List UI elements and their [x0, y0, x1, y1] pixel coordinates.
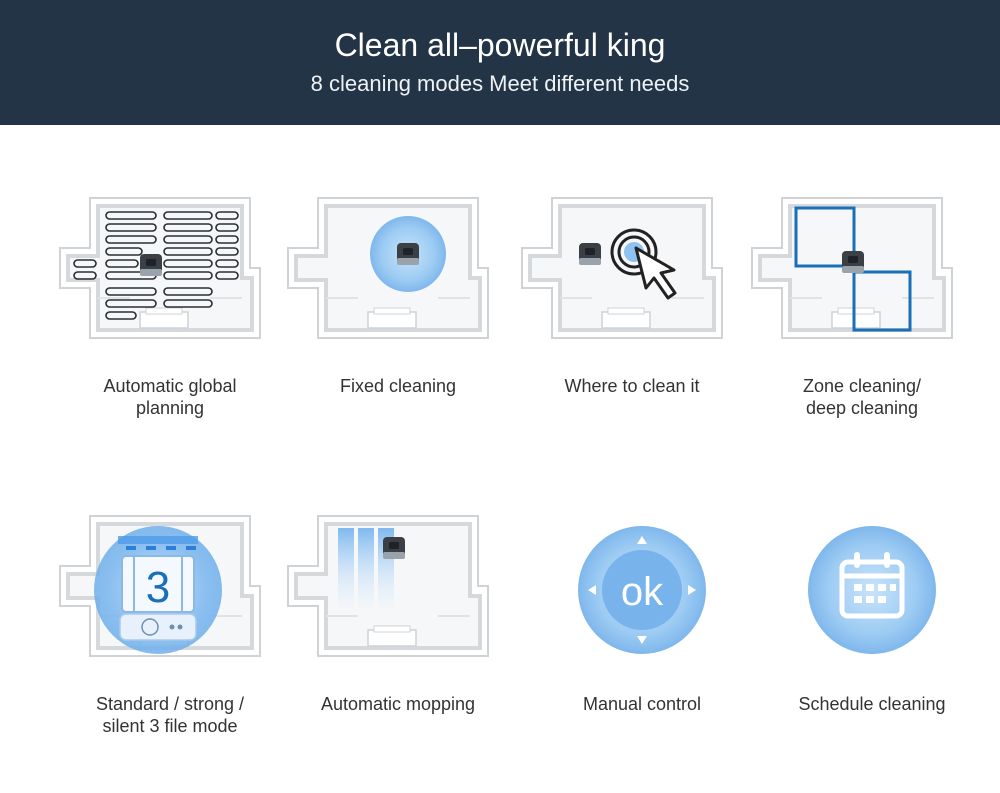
mode-caption: Fixed cleaning: [339, 376, 457, 396]
calendar-icon: [808, 526, 936, 654]
page-title: Clean all–powerful king: [334, 27, 666, 63]
mode-caption: Schedule cleaning: [798, 694, 946, 714]
suction-mode-icon: 3: [58, 514, 262, 658]
global-planning-icon: [58, 196, 262, 340]
mode-caption: Automatic mopping: [320, 694, 476, 714]
mode-caption: Manual control: [582, 694, 702, 714]
remote-control-icon: ok: [578, 526, 706, 654]
mode-caption: Standard / strong / silent 3 file mode: [95, 694, 245, 736]
mode-caption: Zone cleaning/ deep cleaning: [802, 376, 922, 418]
mopping-icon: [286, 514, 490, 658]
target-cursor-icon: [520, 196, 724, 340]
header-banner: Clean all–powerful king 8 cleaning modes…: [0, 0, 1000, 125]
zone-cleaning-icon: [750, 196, 954, 340]
mode-caption: Automatic global planning: [103, 376, 237, 418]
mode-number: 3: [146, 563, 170, 612]
mode-caption: Where to clean it: [564, 376, 700, 396]
fixed-cleaning-icon: [286, 196, 490, 340]
page-subtitle: 8 cleaning modes Meet different needs: [310, 71, 690, 96]
ok-label: ok: [621, 570, 664, 614]
